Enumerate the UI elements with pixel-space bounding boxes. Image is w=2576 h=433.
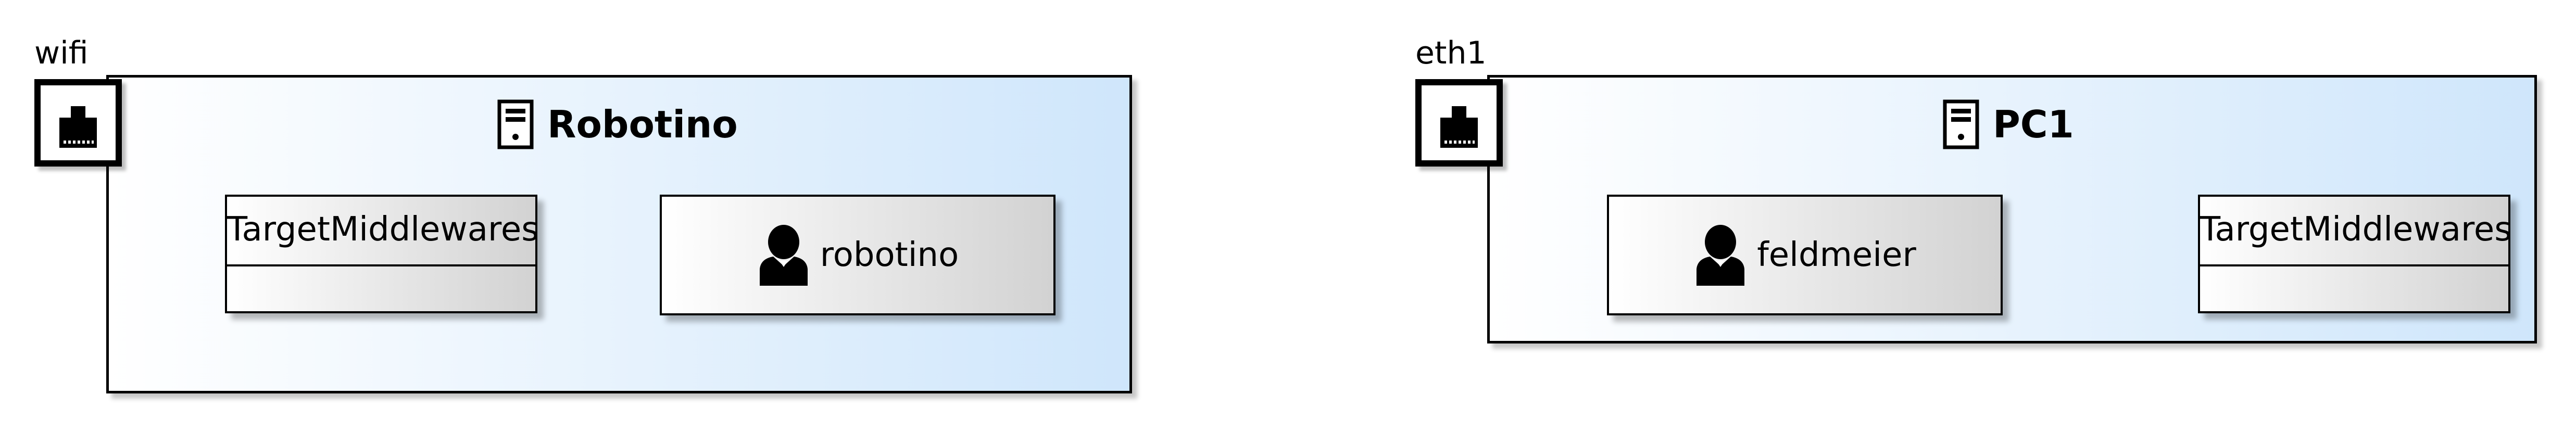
port-label-wifi: wifi	[34, 35, 89, 71]
part-name: TargetMiddlewares	[227, 210, 539, 249]
person-icon	[759, 225, 808, 286]
part-targetmiddlewares[interactable]: TargetMiddlewares	[225, 195, 539, 313]
ethernet-port-icon	[1440, 106, 1478, 148]
node-title: Robotino	[497, 99, 738, 149]
port-label-eth1: eth1	[1415, 35, 1487, 71]
node-pc1[interactable]: PC1 feldmeier TargetMiddlewares	[1487, 75, 2537, 343]
node-title-label: PC1	[1993, 103, 2074, 146]
port-eth1[interactable]	[1415, 79, 1503, 167]
computer-tower-icon	[497, 99, 534, 149]
actor-robotino[interactable]: robotino	[660, 195, 1055, 315]
actor-name: feldmeier	[1757, 236, 1916, 274]
computer-tower-icon	[1943, 99, 1979, 149]
part-name: TargetMiddlewares	[2200, 210, 2512, 249]
node-robotino[interactable]: Robotino TargetMiddlewares robotino	[106, 75, 1132, 393]
actor-feldmeier[interactable]: feldmeier	[1607, 195, 2003, 315]
ethernet-port-icon	[59, 106, 97, 148]
port-wifi[interactable]	[34, 79, 122, 167]
part-divider	[227, 264, 535, 266]
actor-name: robotino	[820, 236, 959, 274]
node-title: PC1	[1943, 99, 2074, 149]
person-icon	[1697, 225, 1745, 286]
node-title-label: Robotino	[547, 103, 738, 146]
part-targetmiddlewares[interactable]: TargetMiddlewares	[2198, 195, 2512, 313]
part-divider	[2200, 264, 2508, 266]
